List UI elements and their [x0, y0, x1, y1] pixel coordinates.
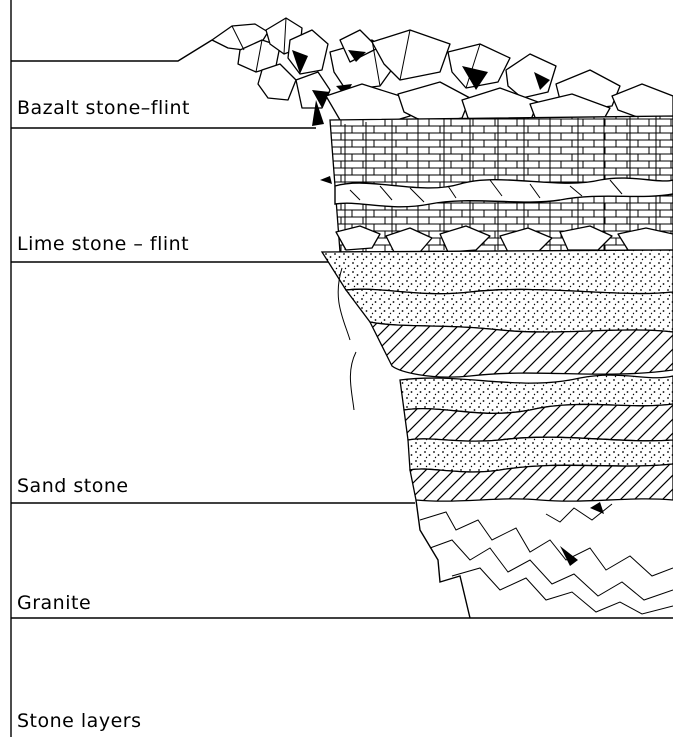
bazalt-top-line — [11, 40, 212, 61]
sandstone-hatch-band-2 — [404, 404, 673, 441]
bazalt-rubble — [212, 18, 673, 130]
sand-label: Sand stone — [17, 475, 129, 497]
bazalt-label: Bazalt stone–flint — [17, 97, 190, 119]
sandstone-dot-band-1 — [322, 250, 673, 294]
base-label: Stone layers — [17, 710, 141, 732]
lime-label: Lime stone – flint — [17, 233, 189, 255]
granite-outline — [416, 500, 470, 618]
granite-block — [416, 500, 673, 618]
granite-label: Granite — [17, 592, 91, 614]
limestone-block — [320, 116, 673, 252]
sandstone-strata — [322, 250, 673, 501]
